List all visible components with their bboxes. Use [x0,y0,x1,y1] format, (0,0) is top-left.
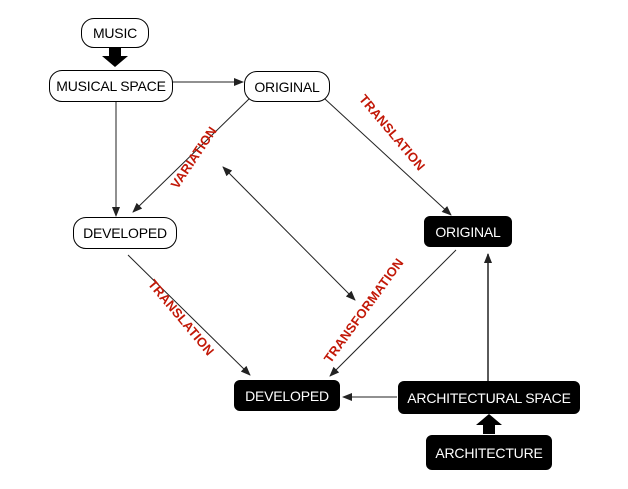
edge-translation-lower [127,254,251,376]
node-architectural-space: ARCHITECTURAL SPACE [398,381,580,414]
node-developed-music: DEVELOPED [73,217,177,249]
edge-variation [132,97,251,213]
edge-transformation [329,249,457,377]
node-original-architecture: ORIGINAL [424,216,512,247]
node-developed-architecture: DEVELOPED [234,380,340,411]
edge-variation-transformation-link [222,166,356,301]
edge-translation-upper [324,98,452,216]
music-to-musical-space-thick-arrow [102,47,128,67]
node-architecture: ARCHITECTURE [426,435,552,470]
node-musical-space: MUSICAL SPACE [49,70,173,102]
node-original-music: ORIGINAL [244,71,330,102]
architecture-to-architectural-space-thick-arrow [476,414,502,434]
node-music: MUSIC [81,18,149,48]
